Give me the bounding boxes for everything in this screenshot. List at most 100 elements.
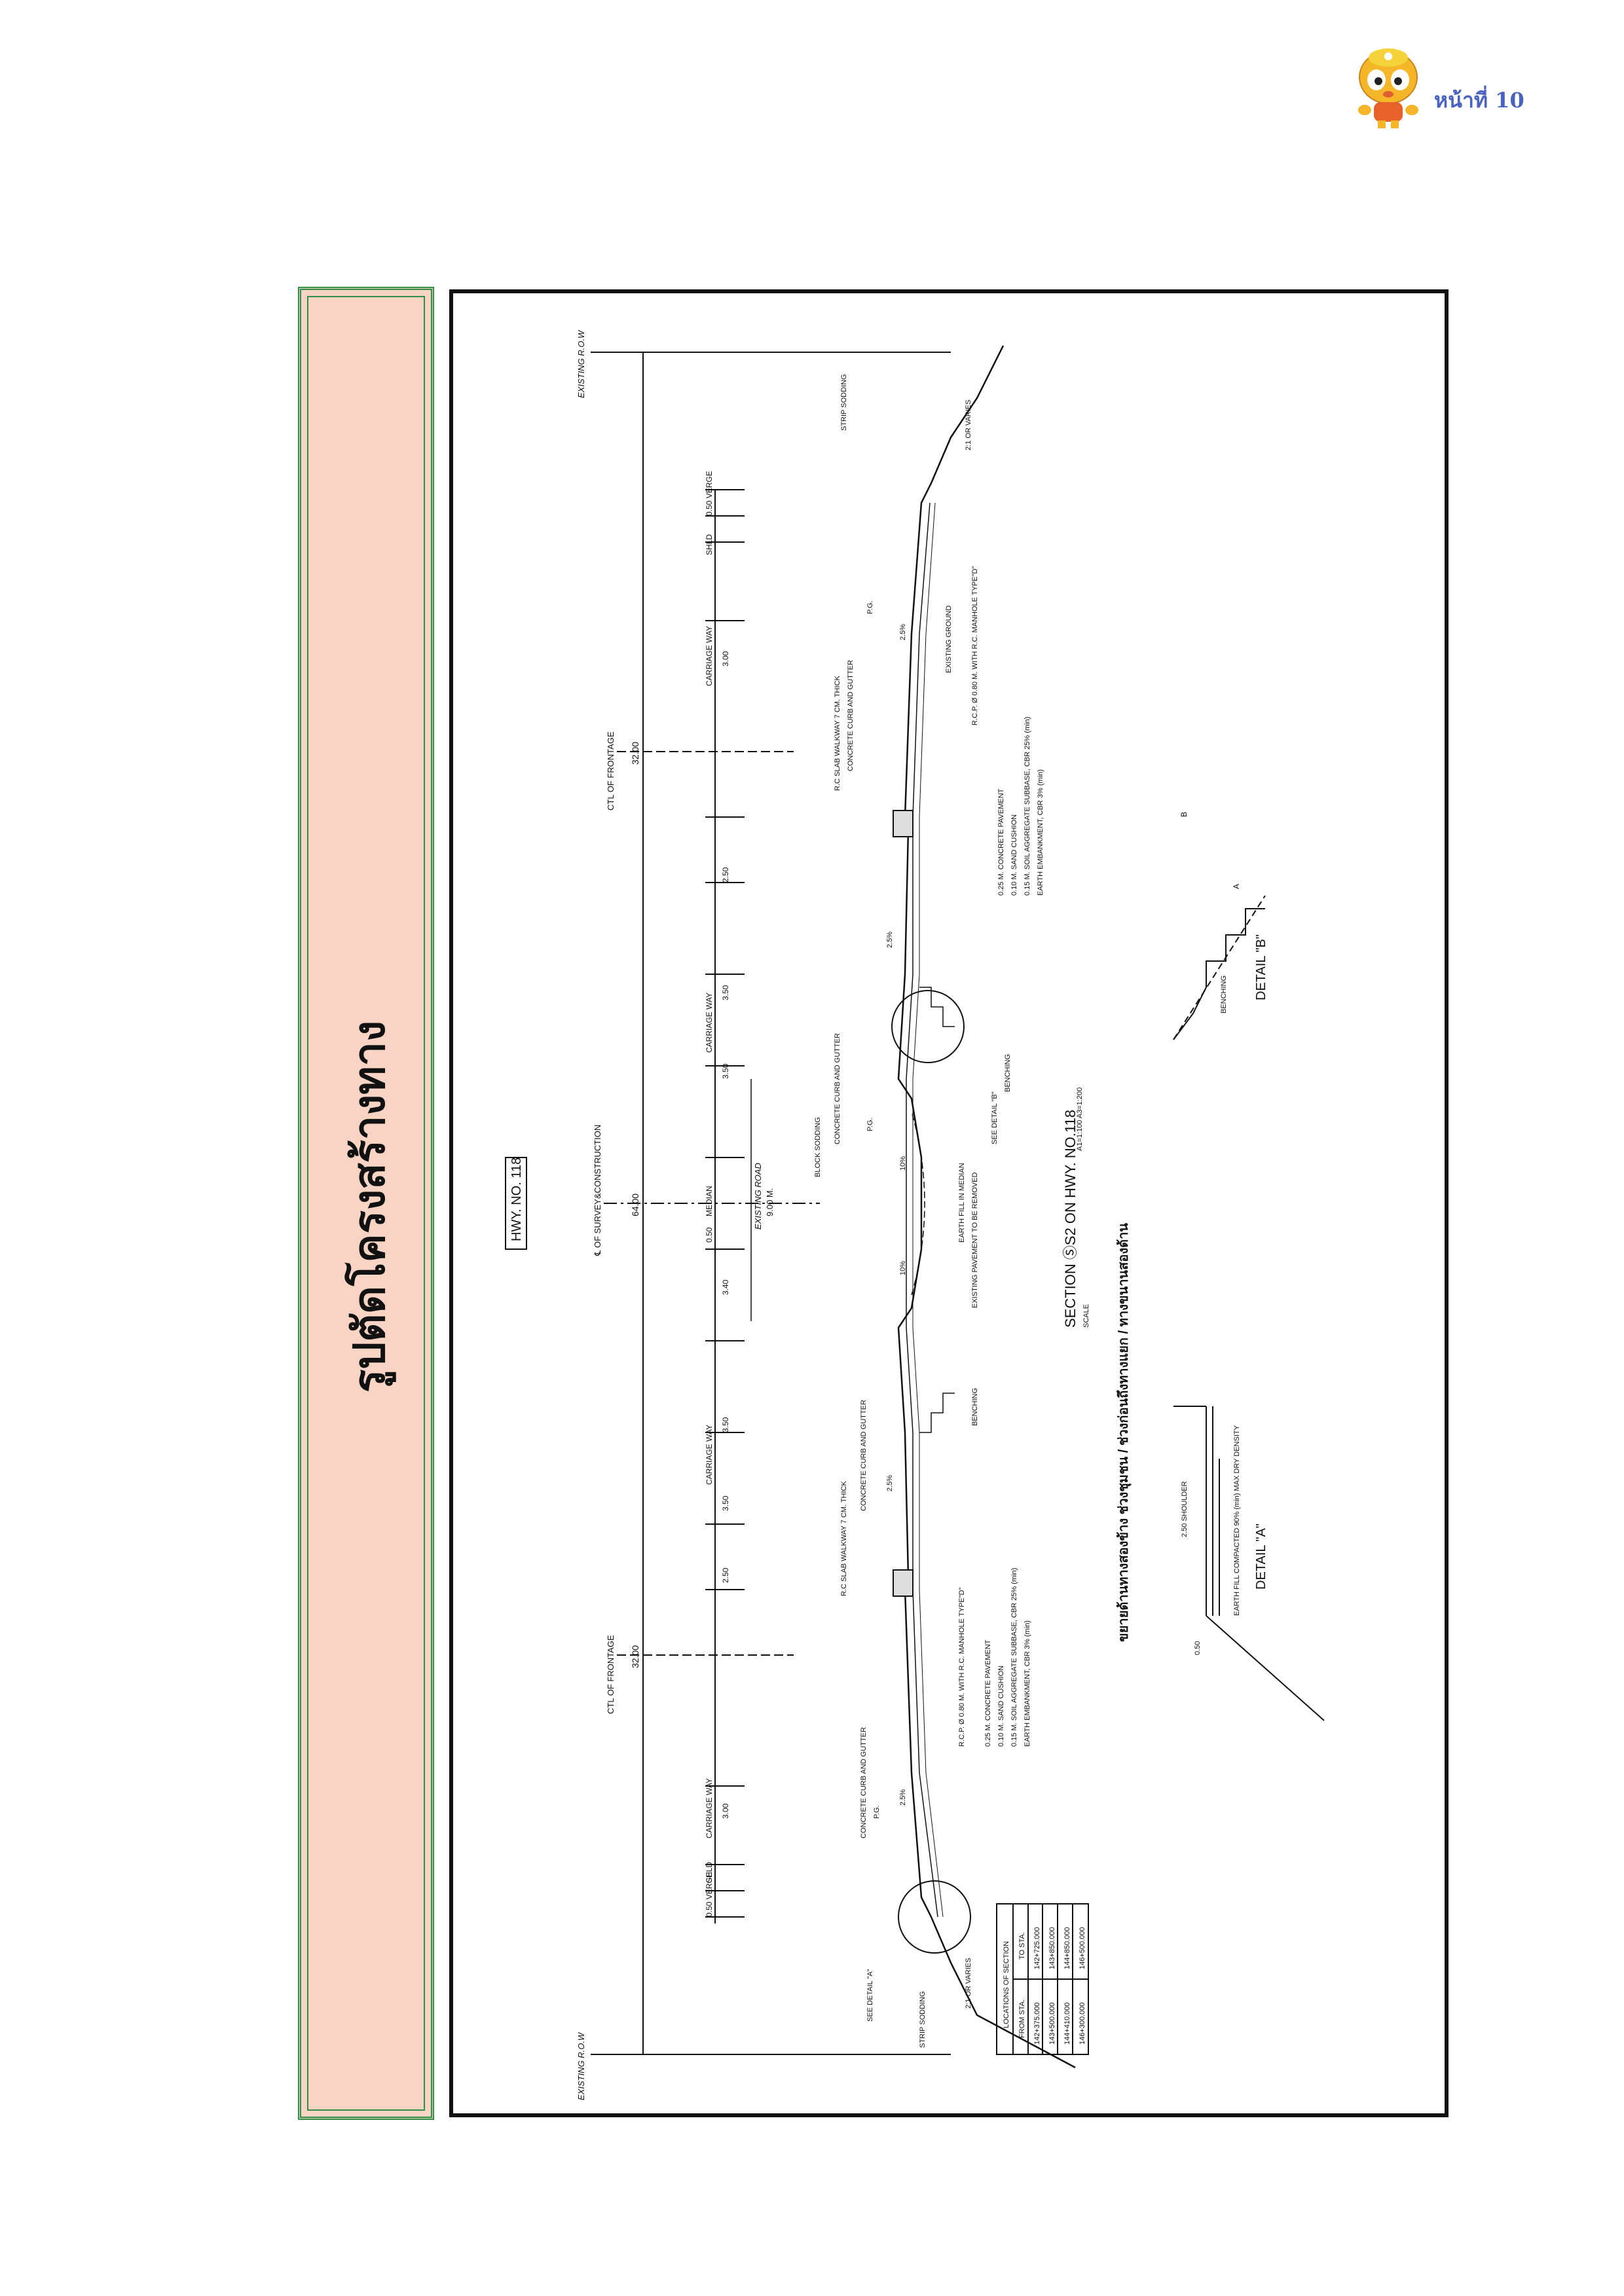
page-number-label: หน้าที่ 10	[1434, 88, 1524, 113]
locations-row-4-from: 146+300.000	[1079, 2002, 1086, 2045]
row-label-left: EXISTING R.O.W	[576, 2032, 586, 2100]
callout-earth-fill-median: EARTH FILL IN MEDIAN	[958, 1163, 966, 1243]
highway-label: HWY. NO. 118	[509, 1157, 524, 1241]
ctl-frontage-left-label: CTL OF FRONTAGE	[606, 1635, 616, 1714]
cross-section-drawing: EXISTING R.O.W EXISTING R.O.W CTL OF FRO…	[505, 329, 1325, 2100]
callout-sand-right: 0.10 M. SAND CUSHION	[1010, 814, 1018, 896]
dim-median: MEDIAN	[705, 1186, 714, 1216]
callout-pavement-left: 0.25 M. CONCRETE PAVEMENT	[984, 1639, 992, 1747]
dim-shld-left: SHLD	[705, 1862, 714, 1883]
drawing-frame: EXISTING R.O.W EXISTING R.O.W CTL OF FRO…	[449, 289, 1449, 2117]
locations-header-to: TO STA.	[1018, 1932, 1026, 1959]
title-banner: รูปตัดโครงสร้างทาง	[298, 287, 434, 2120]
dim-carriage-right: CARRIAGE WAY	[705, 626, 714, 686]
callout-benching-left: BENCHING	[971, 1388, 979, 1426]
dim-carriage-r1: CARRIAGE WAY	[705, 993, 714, 1053]
slope-right-inner: 2.5%	[886, 932, 894, 948]
dim-250-right: 2.50	[721, 867, 730, 883]
callout-subbase-left: 0.15 M. SOIL AGGREGATE SUBBASE, CBR 25% …	[1010, 1568, 1018, 1747]
detail-a-dim: 0.50	[1194, 1641, 1202, 1655]
callout-sand-left: 0.10 M. SAND CUSHION	[997, 1666, 1005, 1747]
callout-benching-median: BENCHING	[1004, 1054, 1012, 1092]
side-slope-left: 2:1 OR VARIES	[965, 1958, 972, 2009]
callout-walkway-left: R.C SLAB WALKWAY 7 CM. THICK	[840, 1481, 848, 1596]
locations-row-2-from: 143+500.000	[1048, 2002, 1056, 2045]
locations-row-4-to: 146+500.000	[1079, 1927, 1086, 1969]
callout-pavement-right: 0.25 M. CONCRETE PAVEMENT	[997, 788, 1005, 896]
total-width-dim: 64.00	[630, 1194, 640, 1216]
dim-250-left: 2.50	[721, 1567, 730, 1583]
locations-table-title: LOCATIONS OF SECTION	[1003, 1941, 1010, 2028]
locations-header-from: FROM STA.	[1018, 1999, 1026, 2038]
detail-b-title: DETAIL "B"	[1254, 934, 1268, 1000]
row-label-right: EXISTING R.O.W	[576, 329, 586, 398]
dim-350-l2: 3.50	[721, 1417, 730, 1432]
callout-curb-gutter-left: CONCRETE CURB AND GUTTER	[860, 1727, 868, 1838]
dim-300-left: 3.00	[721, 1803, 730, 1819]
survey-centerline-label: ℄ OF SURVEY&CONSTRUCTION	[593, 1125, 602, 1256]
callout-subbase-right: 0.15 M. SOIL AGGREGATE SUBBASE, CBR 25% …	[1024, 717, 1031, 896]
half-width-left-dim: 32.00	[630, 1645, 640, 1668]
detail-b-label-a: A	[1232, 884, 1241, 889]
callout-curb-gutter-median: CONCRETE CURB AND GUTTER	[834, 1033, 841, 1144]
dim-350-r2: 3.50	[721, 985, 730, 1000]
locations-row-1-to: 142+725.000	[1033, 1927, 1041, 1969]
callout-existing-ground: EXISTING GROUND	[945, 606, 953, 673]
callout-see-detail-a: SEE DETAIL "A"	[866, 1969, 874, 2022]
callout-strip-sodding-right: STRIP SODDING	[840, 374, 848, 431]
section-title: SECTION ⓈS2 ON HWY. NO.118	[1062, 1110, 1079, 1328]
detail-a-sketch: 0.50 2.50 SHOULDER EARTH FILL COMPACTED …	[1173, 1406, 1325, 1721]
detail-b-benching: BENCHING	[1220, 975, 1228, 1013]
callout-embankment-left: EARTH EMBANKMENT, CBR 3% (min)	[1024, 1620, 1031, 1747]
dim-350-l: 3.50	[721, 1495, 730, 1511]
callout-rcp-right: R.C.P. Ø 0.80 M. WITH R.C. MANHOLE TYPE"…	[971, 566, 979, 725]
half-width-right-dim: 32.00	[630, 742, 640, 765]
locations-row-2-to: 143+850.000	[1048, 1927, 1056, 1969]
callout-pg-left: P.G.	[873, 1805, 881, 1819]
callout-embankment-right: EARTH EMBANKMENT, CBR 3% (min)	[1037, 769, 1044, 896]
dim-carriage-left: CARRIAGE WAY	[705, 1778, 714, 1838]
callout-curb-gutter-right: CONCRETE CURB AND GUTTER	[847, 660, 855, 771]
locations-row-3-from: 144+410.000	[1063, 2002, 1071, 2045]
detail-a-shoulder: 2.50 SHOULDER	[1181, 1481, 1189, 1537]
existing-road-label: EXISTING ROAD	[753, 1163, 763, 1230]
detail-b-label-b: B	[1179, 812, 1189, 817]
callout-rcp-left: R.C.P. Ø 0.80 M. WITH R.C. MANHOLE TYPE"…	[958, 1588, 966, 1747]
callout-strip-sodding-left: STRIP SODDING	[919, 1991, 927, 2048]
dim-verge-right: 0.50 VERGE	[705, 471, 714, 516]
slope-right-outer: 2.5%	[899, 624, 907, 640]
dim-300-right: 3.00	[721, 651, 730, 666]
thai-caption: ขยายด้านทางสองข้าง ช่วงชุมชน / ช่วงก่อนถ…	[1116, 1223, 1132, 1642]
dim-340: 3.40	[721, 1279, 730, 1295]
locations-row-1-from: 142+375.000	[1033, 2002, 1041, 2045]
detail-a-note: EARTH FILL COMPACTED 90% (min) MAX DRY D…	[1233, 1425, 1241, 1616]
dim-verge-left: 0.50 VERGE	[705, 1872, 714, 1917]
slope-left-outer: 2.5%	[899, 1789, 907, 1806]
side-slope-right: 2:1 OR VARIES	[965, 400, 972, 450]
callout-existing-pavement: EXISTING PAVEMENT TO BE REMOVED	[971, 1173, 979, 1308]
callout-walkway-right: R.C SLAB WALKWAY 7 CM. THICK	[834, 676, 841, 791]
mascot-icon	[1358, 48, 1418, 128]
detail-a-title: DETAIL "A"	[1254, 1523, 1268, 1590]
slope-median-left: 10%	[899, 1261, 907, 1275]
dim-350-r1: 3.50	[721, 1063, 730, 1079]
slope-median-right: 10%	[899, 1156, 907, 1171]
callout-see-detail-b: SEE DETAIL "B"	[991, 1091, 999, 1144]
ctl-frontage-right-label: CTL OF FRONTAGE	[606, 731, 616, 811]
page-title: รูปตัดโครงสร้างทาง	[344, 1020, 395, 1393]
callout-curb-gutter-left2: CONCRETE CURB AND GUTTER	[860, 1400, 868, 1511]
section-scale: A1=1:100 A3=1:200	[1076, 1087, 1084, 1151]
slope-left-inner: 2.5%	[886, 1475, 894, 1491]
section-scale-label: SCALE	[1082, 1304, 1090, 1328]
dim-shld-right: SHLD	[705, 534, 714, 555]
road-surface-profile	[897, 345, 1076, 2069]
callout-block-sodding: BLOCK SODDING	[814, 1117, 822, 1177]
existing-road-width: 9.00 M.	[765, 1188, 775, 1216]
callout-pg-right: P.G.	[866, 600, 874, 614]
locations-table: LOCATIONS OF SECTION FROM STA. TO STA. 1…	[996, 1903, 1089, 2055]
dim-median-050: 0.50	[705, 1227, 714, 1243]
detail-b-sketch: A B BENCHING DETAIL "B"	[1173, 812, 1268, 1040]
locations-row-3-to: 144+850.000	[1063, 1927, 1071, 1969]
callout-pg-median: P.G.	[866, 1118, 874, 1131]
